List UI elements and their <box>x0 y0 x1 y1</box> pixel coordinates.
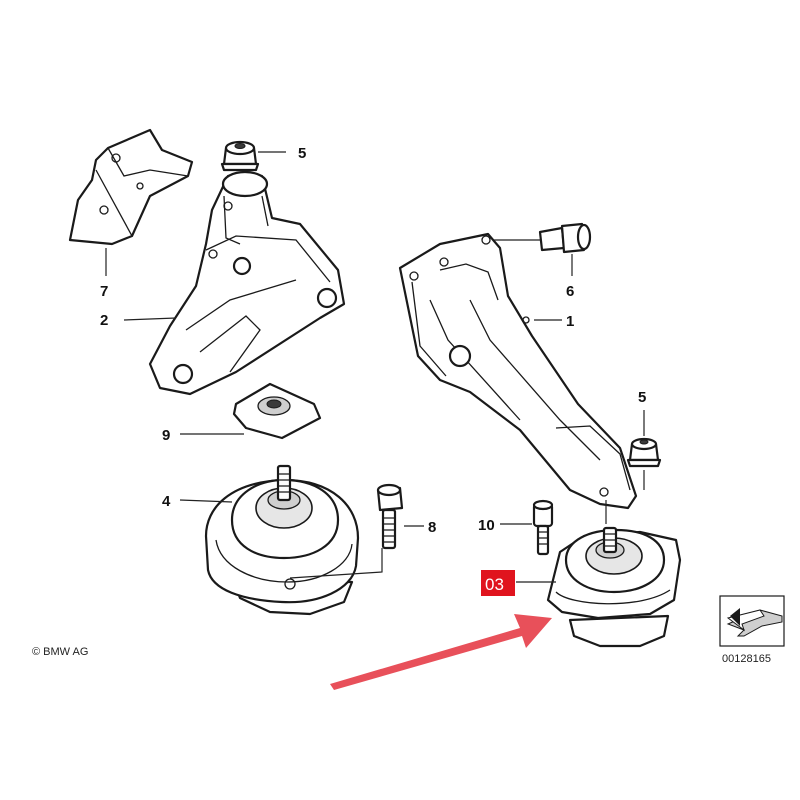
label-9: 9 <box>162 427 170 444</box>
label-7: 7 <box>100 283 108 300</box>
leader-2 <box>123 317 177 321</box>
label-1: 1 <box>566 313 574 330</box>
part-03-engine-mount <box>546 526 682 648</box>
highlight-label-box <box>481 570 515 596</box>
part-10-screw <box>532 499 554 556</box>
copyright: © BMW AG <box>32 646 88 658</box>
label-10: 10 <box>478 517 495 534</box>
direction-arrow-icon <box>719 595 785 647</box>
diagram-number: 00128165 <box>722 653 771 665</box>
label-2: 2 <box>100 312 108 329</box>
label-6: 6 <box>566 283 574 300</box>
label-4: 4 <box>162 493 171 510</box>
red-pointer-arrow-icon <box>330 614 552 690</box>
leader-4 <box>179 499 233 503</box>
part-5-nut-top <box>220 140 260 172</box>
part-9-spacer <box>232 382 322 440</box>
leader-8-drop <box>289 548 383 579</box>
label-8: 8 <box>428 519 436 536</box>
label-5-top: 5 <box>298 145 306 162</box>
label-5-right: 5 <box>638 389 646 406</box>
part-8-bolt <box>376 483 404 550</box>
part-4-engine-mount <box>204 464 360 616</box>
highlight-label: 03 <box>485 575 504 594</box>
part-7-heat-shield <box>68 128 194 246</box>
part-6-bolt <box>538 222 592 254</box>
part-1-engine-support <box>398 232 638 510</box>
part-2-engine-bracket <box>148 170 346 396</box>
part-5-nut-right <box>626 437 662 468</box>
